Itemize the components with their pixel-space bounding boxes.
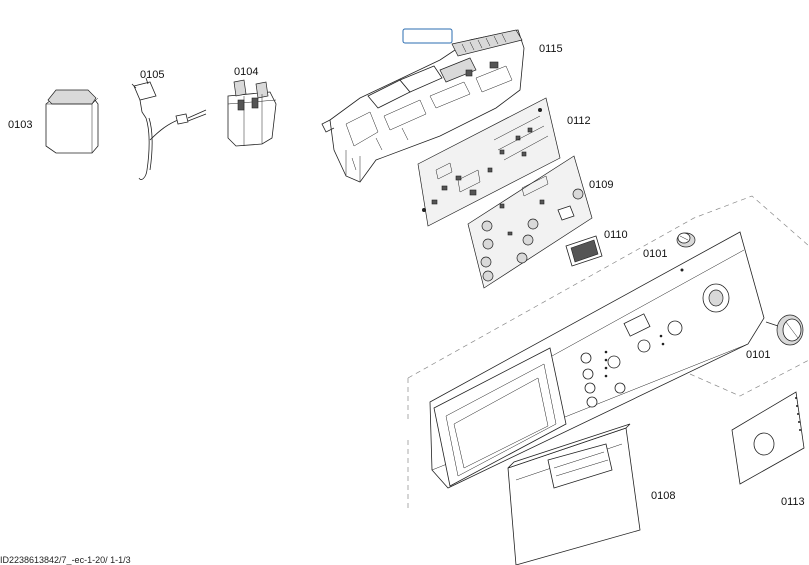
assembly-outline xyxy=(407,195,809,510)
part-0112-drawing[interactable] xyxy=(417,97,561,227)
part-0113-drawing[interactable] xyxy=(731,391,805,485)
label-0105[interactable]: 0105 xyxy=(140,69,164,81)
part-0101-upper-drawing[interactable] xyxy=(676,232,696,248)
label-0110[interactable]: 0110 xyxy=(604,229,628,241)
label-0108[interactable]: 0108 xyxy=(651,490,675,502)
part-0108-drawer-drawing[interactable] xyxy=(507,423,641,565)
part-0110-drawing[interactable] xyxy=(565,235,603,267)
part-0115-drawing[interactable] xyxy=(321,29,525,183)
part-0108-fascia-drawing xyxy=(429,231,765,489)
label-0109[interactable]: 0109 xyxy=(589,179,613,191)
hotspot-0115[interactable] xyxy=(402,28,453,44)
label-0101-upper[interactable]: 0101 xyxy=(643,248,667,260)
label-0104[interactable]: 0104 xyxy=(234,66,258,78)
label-0101-lower[interactable]: 0101 xyxy=(746,349,770,361)
label-0103[interactable]: 0103 xyxy=(8,119,32,131)
drawing-reference-code: ID2238613842/7_-ec-1-20/ 1-1/3 xyxy=(0,555,131,565)
part-0109-drawing[interactable] xyxy=(467,155,593,289)
label-0113[interactable]: 0113 xyxy=(781,496,805,508)
part-0101-lower-drawing[interactable] xyxy=(765,314,804,346)
label-0112[interactable]: 0112 xyxy=(567,115,591,127)
label-0115[interactable]: 0115 xyxy=(539,43,563,55)
part-0104-drawing[interactable] xyxy=(227,79,277,147)
part-0105-drawing[interactable] xyxy=(131,77,207,180)
part-0103-drawing[interactable] xyxy=(45,89,99,154)
